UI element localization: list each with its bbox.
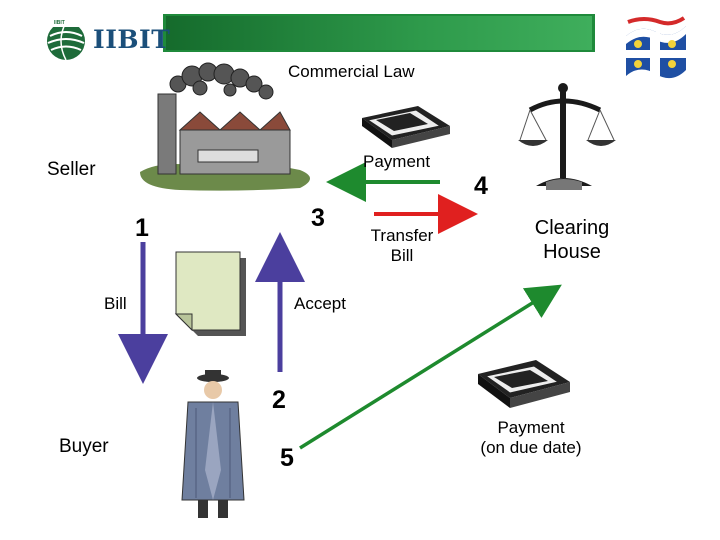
- diagram-title: Commercial Law: [288, 62, 415, 81]
- step-4: 4: [474, 172, 488, 200]
- transfer-bill-line1: Transfer: [370, 226, 434, 245]
- step-2: 2: [272, 386, 286, 414]
- clearing-house-label: Clearing House: [516, 216, 628, 264]
- seller-label: Seller: [47, 159, 96, 180]
- money-stack-icon: [362, 106, 450, 148]
- step-1: 1: [135, 214, 149, 242]
- transfer-bill-line2: Bill: [390, 246, 414, 265]
- man-in-coat-icon: [181, 370, 245, 518]
- money-stack-icon-bottom: [478, 360, 570, 408]
- factory-icon: [140, 62, 310, 191]
- transfer-bill-label: Transfer Bill: [358, 226, 446, 266]
- step-3: 3: [311, 204, 325, 232]
- logo: IIBIT: [42, 18, 90, 62]
- payment-due-line2: (on due date): [480, 438, 582, 457]
- buyer-label: Buyer: [59, 436, 109, 457]
- payment-due-line1: Payment: [497, 418, 565, 437]
- flag-icon: [620, 14, 690, 80]
- bill-label: Bill: [104, 294, 127, 313]
- header-band-gradient: [166, 16, 592, 50]
- accept-label: Accept: [294, 294, 346, 313]
- step-5: 5: [280, 444, 294, 472]
- payment-due-label: Payment (on due date): [458, 418, 604, 458]
- logo-badge-text: IIBIT: [54, 20, 65, 26]
- globe-logo-icon: [47, 21, 85, 61]
- payment-label: Payment: [363, 152, 431, 171]
- logo-text: IIBIT: [93, 25, 171, 54]
- settlement-arrow: [299, 284, 562, 450]
- scales-icon: [518, 83, 616, 190]
- clearing-house-line1: Clearing: [534, 217, 610, 239]
- clearing-house-line2: House: [543, 241, 601, 263]
- document-icon: [174, 251, 246, 336]
